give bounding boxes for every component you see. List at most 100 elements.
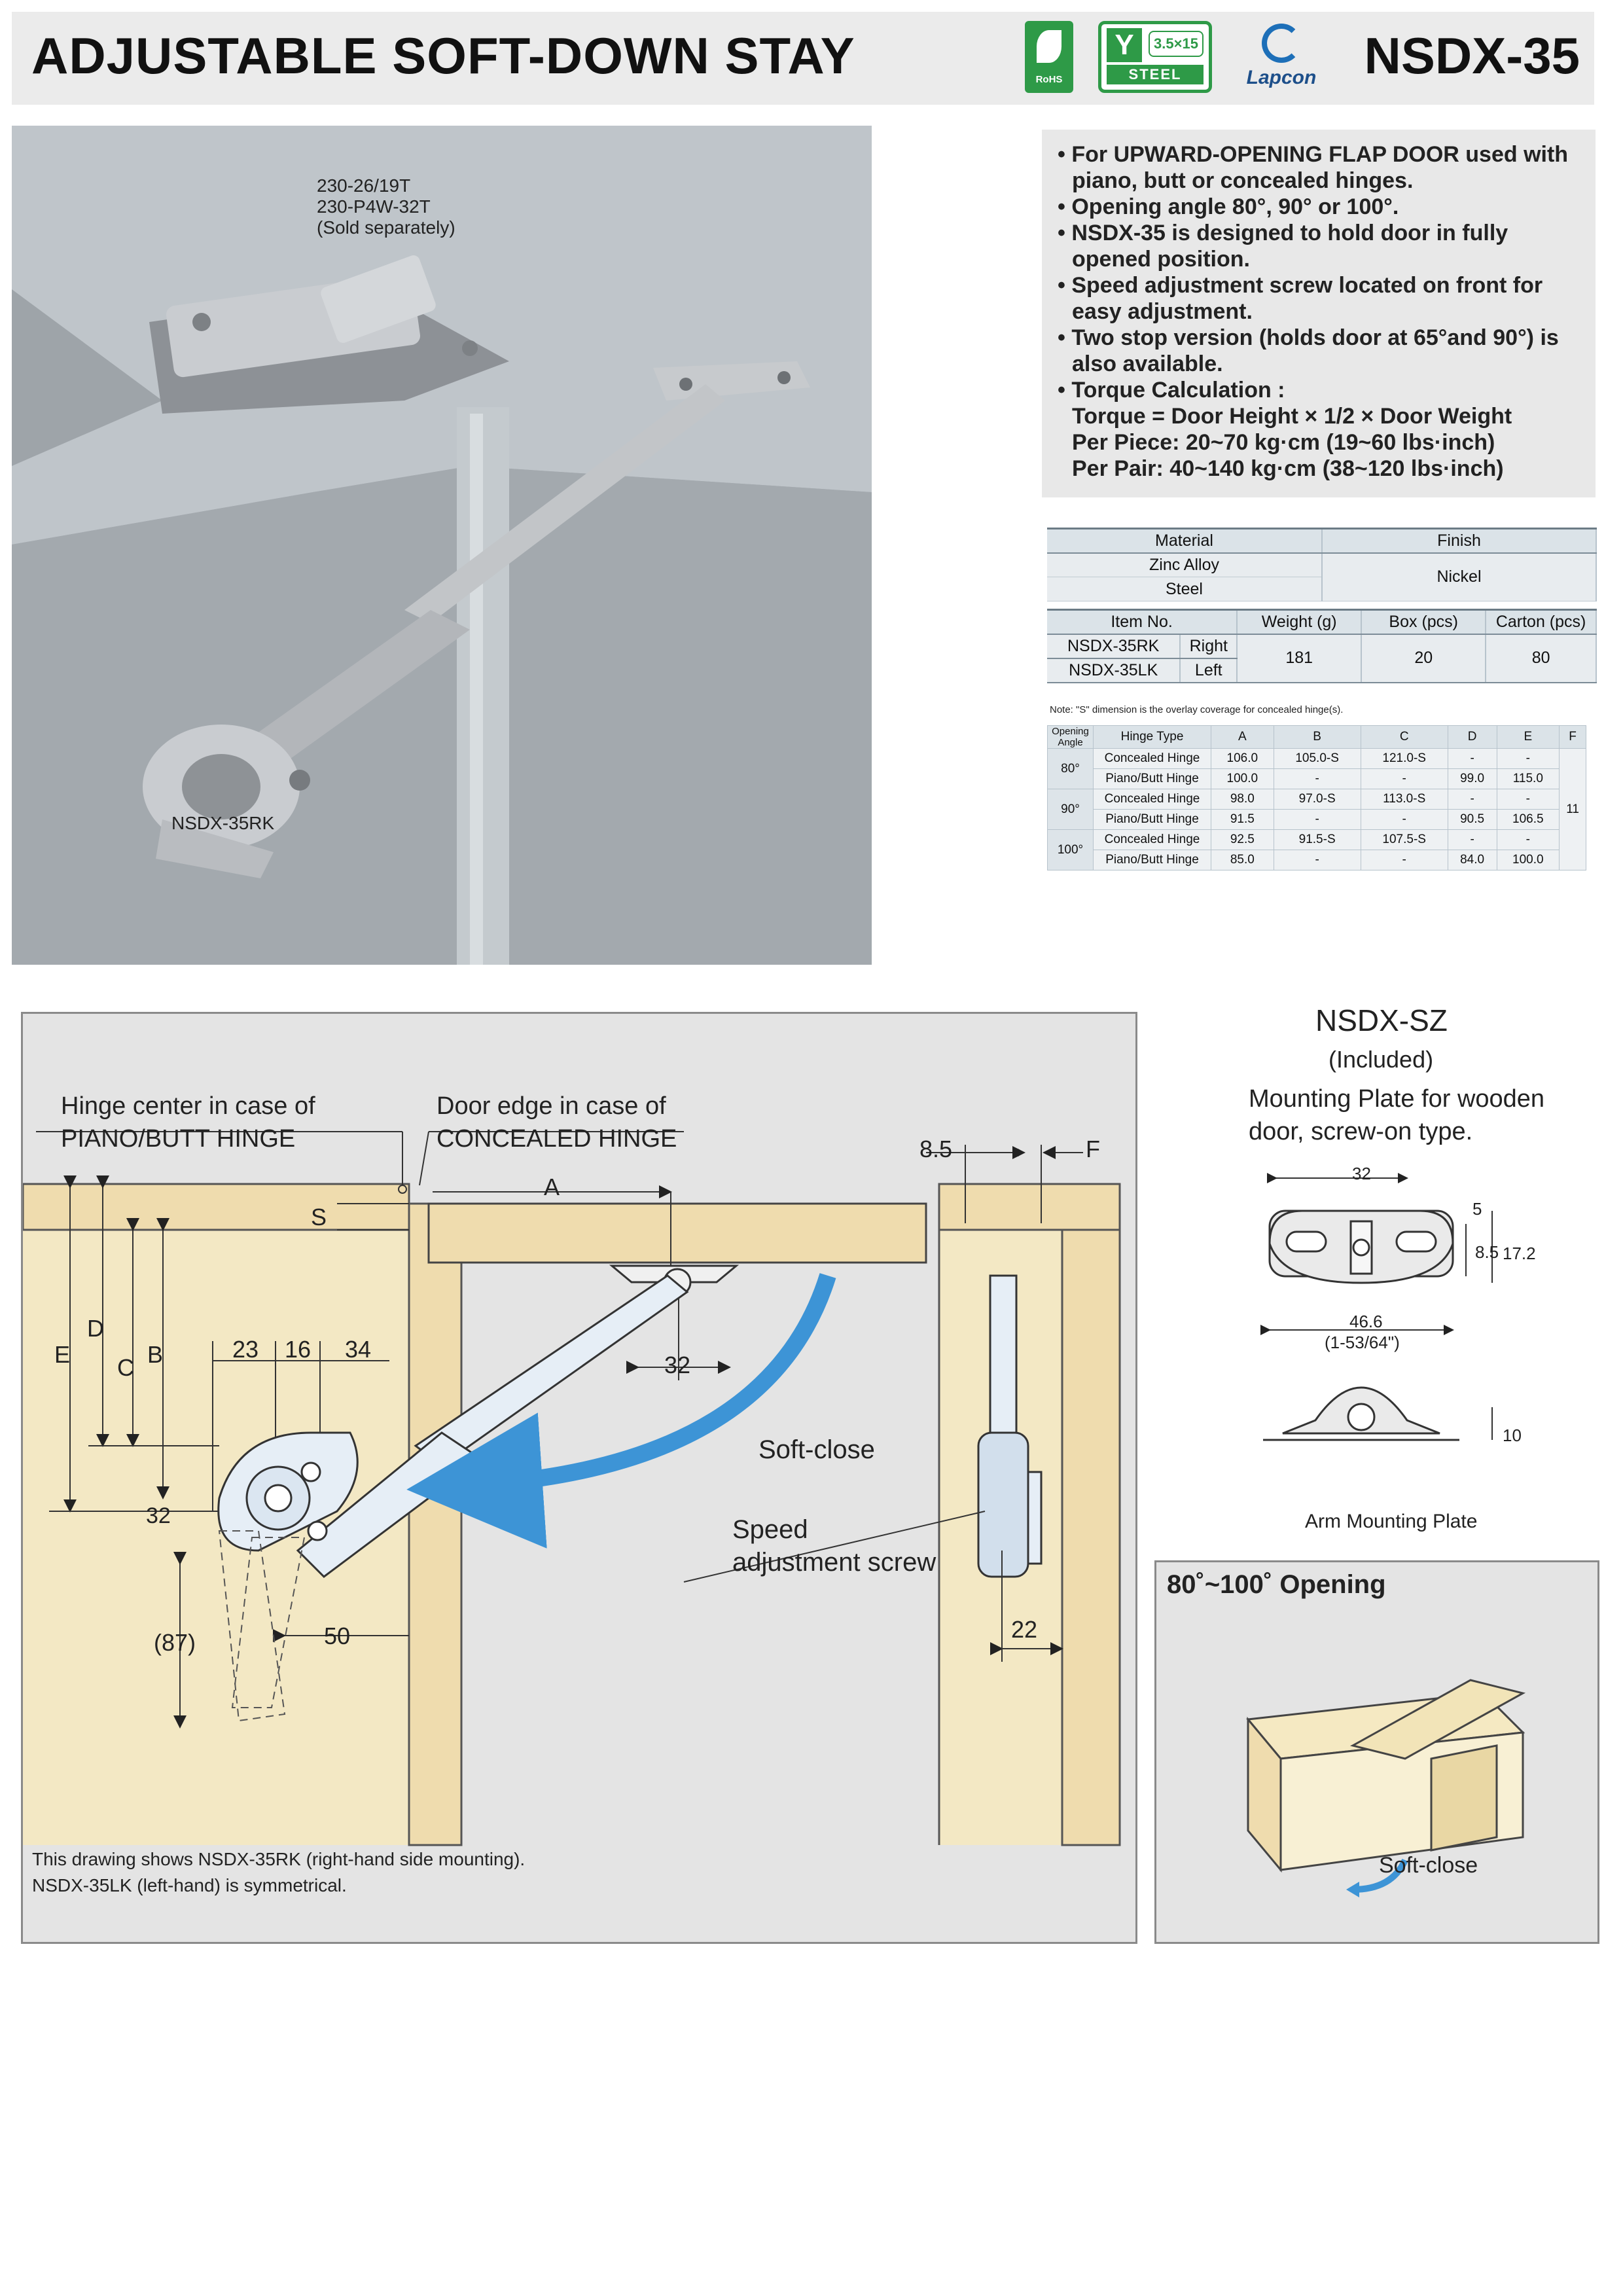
hinge-label-1: 230-26/19T [317,175,411,196]
dimension-cell: 121.0-S [1360,748,1448,769]
item-table: Item No. Weight (g) Box (pcs) Carton (pc… [1047,609,1597,683]
item-header: Item No. [1047,609,1238,635]
door-edge-label-1: Door edge in case of [437,1092,666,1120]
plate-dim-32: 32 [1352,1164,1371,1183]
dim-b-label: B [147,1341,164,1368]
angle-header: Opening Angle [1047,725,1094,749]
dimension-cell: - [1496,789,1560,810]
finish-cell: Nickel [1322,552,1597,601]
dim-87-label: (87) [154,1629,196,1656]
dim-d-label: D [87,1315,104,1342]
plate-dim-85: 8.5 [1475,1242,1499,1262]
drawing-note-1: This drawing shows NSDX-35RK (right-hand… [32,1849,526,1869]
material-header: Material [1047,528,1323,554]
lapcon-logo: Lapcon [1242,21,1321,93]
weight-cell: 181 [1237,634,1363,683]
dim-f-label: F [1086,1136,1100,1162]
dim-23-label: 23 [232,1336,259,1363]
dimension-cell: 91.5 [1211,809,1274,830]
hinge-type-cell: Concealed Hinge [1093,789,1211,810]
plate-included: (Included) [1329,1046,1434,1073]
dimension-cell: 84.0 [1447,850,1497,870]
angle-cell: 80° [1047,748,1094,789]
door-edge-label-2: CONCEALED HINGE [437,1125,677,1153]
hinge-type-cell: Piano/Butt Hinge [1093,850,1211,870]
dim-32-plate-label: 32 [664,1352,691,1378]
hinge-label-2: 230-P4W-32T [317,196,431,217]
speed-label-1: Speed [732,1515,808,1544]
feature-line: • NSDX-35 is designed to hold door in fu… [1058,221,1508,245]
steel-label: STEEL [1107,65,1204,84]
table-row: NSDX-35RK Right 181 20 80 [1047,634,1597,683]
features-list: • For UPWARD-OPENING FLAP DOOR used with… [1042,130,1596,482]
features-box: • For UPWARD-OPENING FLAP DOOR used with… [1042,130,1596,497]
hinge-type-cell: Piano/Butt Hinge [1093,768,1211,789]
steel-size-label: 3.5×15 [1149,31,1204,57]
d-header: D [1447,725,1497,749]
plate-desc-1: Mounting Plate for wooden [1249,1085,1545,1113]
dim-32-base-label: 32 [146,1503,171,1528]
feature-line: Per Piece: 20~70 kg·cm (19~60 lbs·inch) [1072,430,1495,455]
plate-title: NSDX-SZ [1315,1003,1448,1037]
material-cell: Steel [1047,577,1323,601]
soft-close-label: Soft-close [758,1435,875,1464]
plate-dim-10: 10 [1503,1426,1522,1445]
product-photo-illustration [12,126,872,965]
dimension-cell: - [1447,748,1497,769]
feature-line: • Opening angle 80°, 90° or 100°. [1058,194,1399,219]
box-header: Box (pcs) [1361,609,1487,635]
dim-22-label: 22 [1011,1616,1038,1643]
dimension-cell: 106.0 [1211,748,1274,769]
drawing-svg [23,1131,1121,1846]
dimension-cell: - [1447,829,1497,850]
stay-label: NSDX-35RK [171,813,275,833]
angle-cell: 90° [1047,789,1094,830]
dimension-cell: 106.5 [1496,809,1560,830]
dimension-cell: - [1273,768,1361,789]
leaf-icon [1037,30,1061,63]
product-photo: 230-26/19T 230-P4W-32T (Sold separately)… [12,126,872,965]
plate-dim-466: 46.6 [1349,1312,1383,1331]
box-cell: 20 [1361,634,1487,683]
dimension-cell: - [1273,809,1361,830]
opening-illustration [1246,1679,1526,1897]
dimension-cell: 105.0-S [1273,748,1361,769]
feature-line: • Speed adjustment screw located on fron… [1058,273,1543,298]
dimension-cell: - [1447,789,1497,810]
feature-line: Torque = Door Height × 1/2 × Door Weight [1072,404,1512,429]
dimension-cell: 97.0-S [1273,789,1361,810]
plate-dim-5: 5 [1472,1199,1482,1219]
material-table: Material Finish Zinc Alloy Nickel Steel [1047,528,1597,601]
hinge-center-label-2: PIANO/BUTT HINGE [61,1125,296,1153]
dim-a-label: A [544,1174,560,1200]
table-row: NSDX-35LK Left [1047,658,1596,683]
dim-34-label: 34 [345,1336,372,1363]
dimension-cell: 99.0 [1447,768,1497,789]
plate-dim-172: 17.2 [1503,1244,1536,1263]
dimension-cell: 115.0 [1496,768,1560,789]
dimension-cell: 91.5-S [1273,829,1361,850]
e-header: E [1496,725,1560,749]
weight-header: Weight (g) [1237,609,1363,635]
carton-header: Carton (pcs) [1486,609,1597,635]
dimension-cell: - [1360,768,1448,789]
feature-line: • Two stop version (holds door at 65°and… [1058,325,1559,350]
hinge-type-header: Hinge Type [1093,725,1211,749]
side-cell: Left [1180,658,1238,683]
hinge-center-label-1: Hinge center in case of [61,1092,315,1120]
feature-line: opened position. [1072,247,1250,272]
arm-plate-label: Arm Mounting Plate [1305,1511,1478,1532]
model-number: NSDX-35 [1364,27,1580,84]
dimension-note: Note: "S" dimension is the overlay cover… [1050,704,1344,715]
hinge-label-3: (Sold separately) [317,217,455,238]
dimension-table: Opening Angle Hinge Type A B C D E F 80°… [1047,725,1586,870]
steel-y-icon: Y [1107,28,1142,62]
dimension-cell: 85.0 [1211,850,1274,870]
plate-dim-466-in: (1-53/64") [1325,1333,1400,1352]
feature-line: piano, butt or concealed hinges. [1072,168,1414,193]
